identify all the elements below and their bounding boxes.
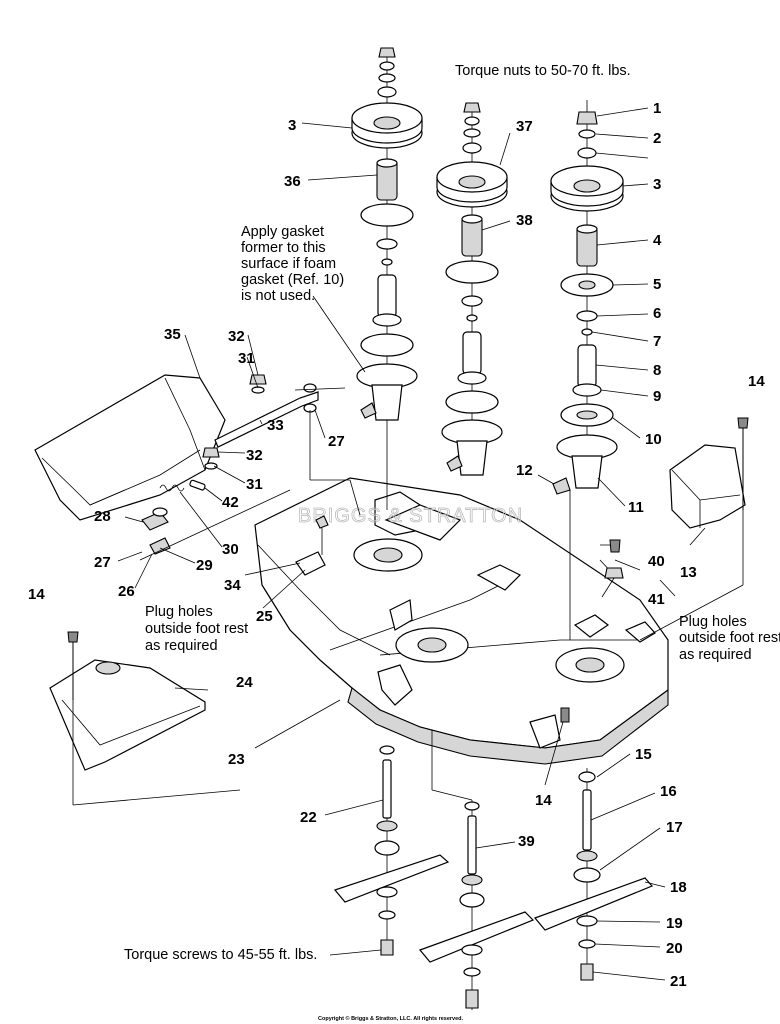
callout-32-bottom: 32 [246, 447, 263, 464]
callout-3-right: 3 [653, 176, 661, 193]
callout-14-right: 14 [748, 373, 765, 390]
callout-41: 41 [648, 591, 665, 608]
callout-numbers: 1 2 3 4 5 6 7 8 9 10 11 12 13 14 14 14 1… [28, 100, 765, 990]
callout-31-bottom: 31 [246, 476, 263, 493]
discharge-chute-assembly [34, 374, 361, 576]
callout-36: 36 [284, 173, 301, 190]
gasket-note-line-2: former to this [241, 240, 326, 256]
callout-5: 5 [653, 276, 661, 293]
callout-8: 8 [653, 362, 661, 379]
callout-20: 20 [666, 940, 683, 957]
callout-37: 37 [516, 118, 533, 135]
callout-7: 7 [653, 333, 661, 350]
callout-31-top: 31 [238, 350, 255, 367]
callout-24: 24 [236, 674, 253, 691]
callout-21: 21 [670, 973, 687, 990]
callout-15: 15 [635, 746, 652, 763]
gasket-note-line-1: Apply gasket [241, 224, 324, 240]
callout-30: 30 [222, 541, 239, 558]
callout-9: 9 [653, 388, 661, 405]
callout-17: 17 [666, 819, 683, 836]
callout-22: 22 [300, 809, 317, 826]
callout-3-left: 3 [288, 117, 296, 134]
right-spindle-assembly [550, 100, 624, 640]
callout-10: 10 [645, 431, 662, 448]
callout-6: 6 [653, 305, 661, 322]
gasket-note-line-3: surface if foam [241, 256, 336, 272]
blades-and-shafts [333, 707, 654, 1010]
leader-lines [117, 107, 706, 981]
plug-holes-left-line-1: Plug holes [145, 604, 213, 620]
callout-1: 1 [653, 100, 661, 117]
torque-nuts-note: Torque nuts to 50-70 ft. lbs. [455, 63, 631, 79]
torque-screws-note: Torque screws to 45-55 ft. lbs. [124, 947, 317, 963]
callout-25: 25 [256, 608, 273, 625]
plug-holes-right-line-3: as required [679, 647, 752, 663]
callout-27-right: 27 [328, 433, 345, 450]
callout-29: 29 [196, 557, 213, 574]
plug-holes-right-line-2: outside foot rest [679, 630, 780, 646]
deck-watermark: BRIGGS & STRATTON [298, 505, 523, 527]
callout-33: 33 [267, 417, 284, 434]
left-belt-cover [49, 631, 241, 806]
callout-18: 18 [670, 879, 687, 896]
callout-26: 26 [118, 583, 135, 600]
callout-39: 39 [518, 833, 535, 850]
plug-holes-left-line-3: as required [145, 638, 218, 654]
callout-28: 28 [94, 508, 111, 525]
callout-34: 34 [224, 577, 241, 594]
plug-holes-right-line-1: Plug holes [679, 614, 747, 630]
callout-12: 12 [516, 462, 533, 479]
callout-11: 11 [628, 499, 644, 516]
callout-40: 40 [648, 553, 665, 570]
callout-13: 13 [680, 564, 697, 581]
callout-32-top: 32 [228, 328, 245, 345]
callout-4: 4 [653, 232, 662, 249]
callout-42: 42 [222, 494, 239, 511]
callout-27-left: 27 [94, 554, 111, 571]
copyright-text: Copyright © Briggs & Stratton, LLC. All … [318, 1015, 464, 1022]
plug-holes-left-line-2: outside foot rest [145, 621, 248, 637]
gasket-note-line-4: gasket (Ref. 10) [241, 272, 344, 288]
mower-deck-housing: BRIGGS & STRATTON [254, 477, 669, 765]
callout-2: 2 [653, 130, 661, 147]
gasket-note-line-5: is not used. [241, 288, 315, 304]
callout-35: 35 [164, 326, 181, 343]
hardware-40-41 [604, 539, 624, 579]
right-belt-cover [639, 417, 749, 641]
callout-19: 19 [666, 915, 683, 932]
callout-14-left: 14 [28, 586, 45, 603]
left-spindle-assembly [351, 47, 423, 510]
notes: Torque nuts to 50-70 ft. lbs. Apply gask… [124, 63, 780, 1022]
callout-23: 23 [228, 751, 245, 768]
middle-spindle-assembly [436, 102, 508, 476]
callout-16: 16 [660, 783, 677, 800]
callout-14-deck: 14 [535, 792, 552, 809]
callout-38: 38 [516, 212, 533, 229]
